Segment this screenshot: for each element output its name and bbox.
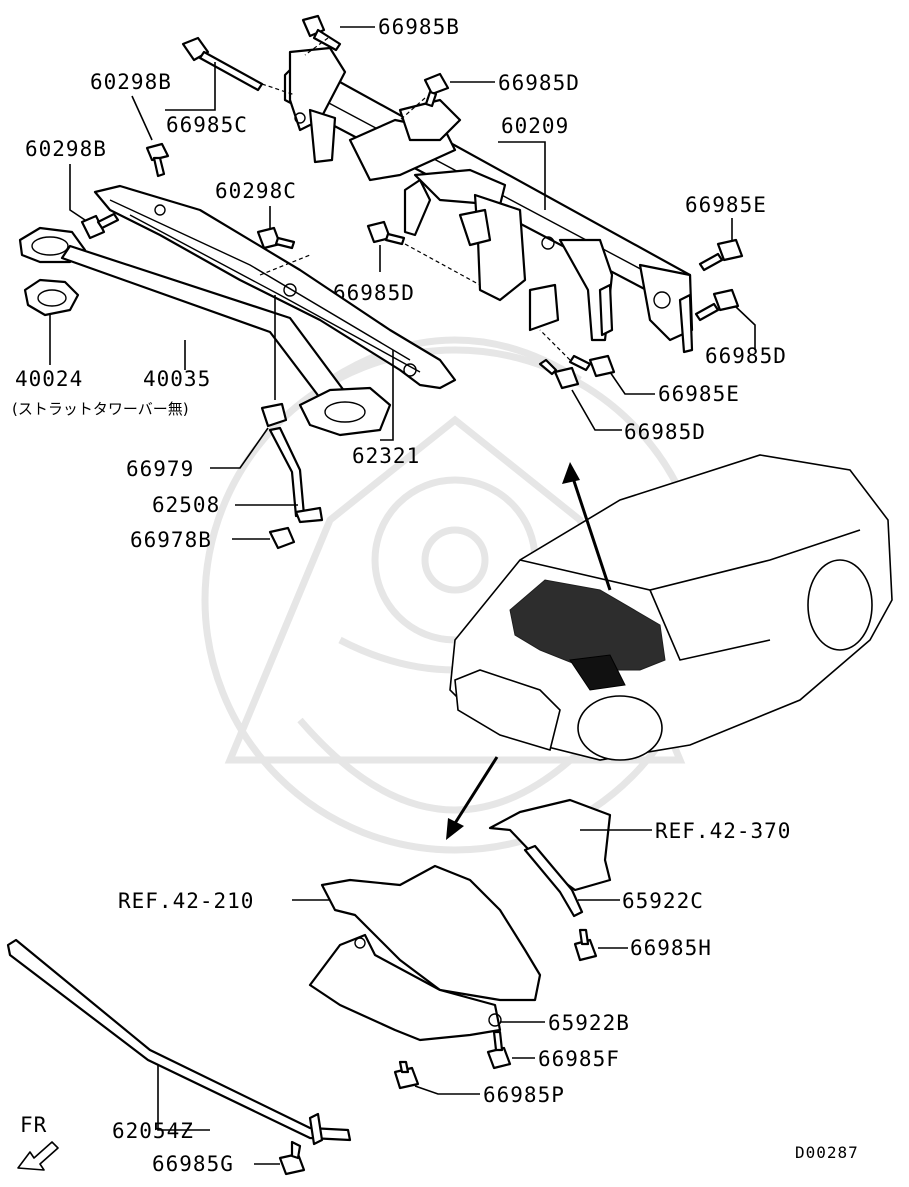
- bolt-66985B-top: [301, 14, 375, 52]
- cowl-panel-62321: [93, 184, 457, 441]
- label-40035: 40035: [143, 367, 211, 391]
- label-66985F: 66985F: [538, 1047, 620, 1071]
- bolt-60298C: [256, 206, 296, 250]
- label-66985B-top: 66985B: [378, 15, 460, 39]
- label-62054Z: 62054Z: [112, 1119, 194, 1143]
- front-direction-arrow-icon: [17, 1141, 59, 1171]
- label-62321: 62321: [352, 444, 420, 468]
- pointer-arrow-down: [446, 756, 499, 840]
- shield-ref-42-210: [292, 864, 542, 1002]
- car-body-overview: [449, 454, 893, 761]
- bolt-66985D-d: [538, 358, 622, 431]
- label-62508: 62508: [152, 493, 220, 517]
- label-40024: 40024: [15, 367, 83, 391]
- gasket-40024: [23, 278, 80, 365]
- bolt-66985G: [254, 1140, 306, 1176]
- strut-tower-bar-40035: [18, 226, 392, 437]
- label-66985D-a: 66985D: [498, 71, 580, 95]
- label-65922B: 65922B: [548, 1011, 630, 1035]
- label-60298B-b: 60298B: [25, 137, 107, 161]
- label-66985E-b: 66985E: [658, 382, 740, 406]
- label-60209: 60209: [501, 114, 569, 138]
- label-65922C: 65922C: [622, 889, 704, 913]
- leader-60209: [498, 141, 546, 210]
- bolt-66985C: [165, 36, 264, 111]
- label-66985E-a: 66985E: [685, 193, 767, 217]
- label-66985P: 66985P: [483, 1083, 565, 1107]
- label-60298B-a: 60298B: [90, 70, 172, 94]
- bolt-66985D-b: [366, 220, 481, 286]
- bolt-60298B-b: [69, 164, 120, 240]
- bolt-66985D-c: [694, 288, 756, 350]
- label-strut-note: (ストラットタワーバー無): [12, 400, 189, 418]
- crossmember-65922B: [308, 933, 545, 1042]
- label-66985D-c: 66985D: [705, 344, 787, 368]
- grommet-66979: [210, 402, 288, 469]
- label-66985D-d: 66985D: [624, 420, 706, 444]
- brace-rod-62054Z: [6, 938, 352, 1146]
- label-66985C: 66985C: [166, 113, 248, 137]
- bracket-65922C: [523, 844, 620, 918]
- nut-66978B: [232, 526, 296, 550]
- steering-support-member-60209: [261, 37, 694, 354]
- bolt-66985H: [573, 928, 628, 962]
- label-66979: 66979: [126, 457, 194, 481]
- label-66985H: 66985H: [630, 936, 712, 960]
- bolt-66985E-b: [539, 329, 655, 395]
- label-ref-42-370: REF.42-370: [655, 819, 791, 843]
- drain-hose-62508: [235, 426, 324, 524]
- label-fr: FR: [20, 1113, 47, 1137]
- bolt-66985D-a: [423, 72, 495, 108]
- label-60298C: 60298C: [215, 179, 297, 203]
- label-66985G: 66985G: [152, 1152, 234, 1176]
- bolt-60298B-a: [131, 95, 170, 178]
- label-ref-42-210: REF.42-210: [118, 889, 254, 913]
- pointer-arrow-up: [562, 462, 612, 591]
- label-66978B: 66978B: [130, 528, 212, 552]
- bolt-66985F: [486, 1030, 535, 1070]
- diagram-code: D00287: [795, 1143, 859, 1162]
- bolt-66985P: [393, 1060, 480, 1095]
- bolt-66985E-a: [698, 218, 744, 272]
